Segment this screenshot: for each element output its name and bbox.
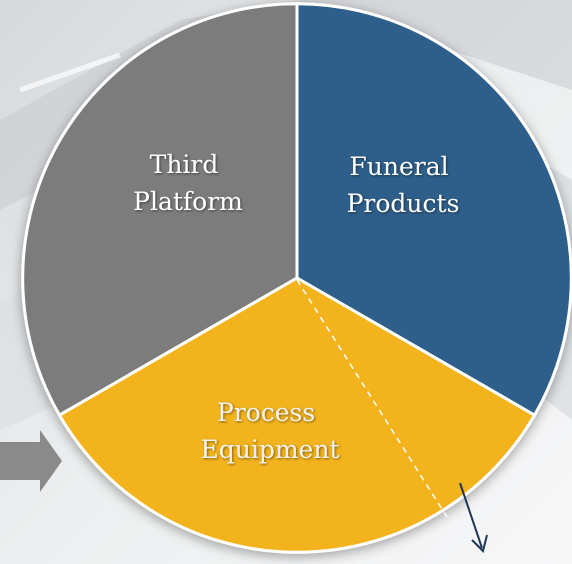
funeral-products-segment [295, 2, 572, 418]
down-arrow-icon [459, 482, 488, 553]
process-equipment-label: Process Equipment [200, 398, 339, 464]
third-platform-segment [21, 2, 299, 418]
process-equipment-label-line2: Equipment [200, 435, 339, 464]
right-arrow-icon [0, 430, 62, 492]
funeral-products-label-line1: Funeral [349, 152, 448, 181]
process-equipment-segment [57, 276, 537, 554]
process-equipment-label-line1: Process [217, 398, 315, 427]
third-platform-label-line1: Third [150, 150, 219, 179]
dashed-divider [296, 279, 448, 518]
third-platform-label-line2: Platform [133, 187, 243, 216]
pie-chart [21, 2, 572, 554]
third-platform-label: Third Platform [133, 150, 243, 216]
funeral-products-label-line2: Products [347, 189, 460, 218]
funeral-products-label: Funeral Products [347, 152, 460, 218]
